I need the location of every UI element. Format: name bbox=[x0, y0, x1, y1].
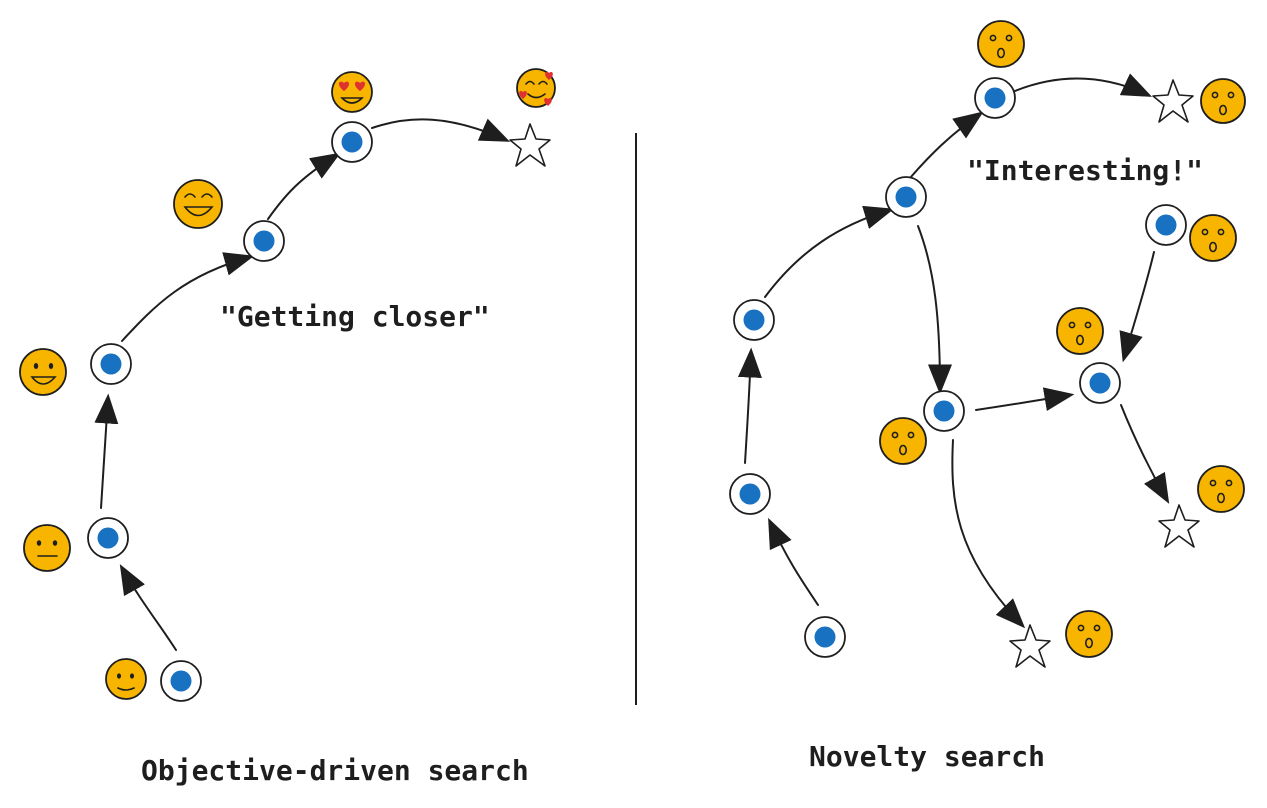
edge bbox=[951, 439, 1026, 629]
edge bbox=[121, 252, 255, 342]
heart-eyes-face-icon bbox=[331, 71, 373, 113]
edge bbox=[764, 205, 895, 298]
grinning-face-icon bbox=[173, 179, 223, 229]
surprised-face-icon bbox=[1200, 78, 1246, 124]
search-node bbox=[729, 473, 771, 515]
edge bbox=[768, 517, 819, 606]
neutral-face-icon bbox=[23, 524, 71, 572]
surprised-face-icon bbox=[977, 20, 1025, 68]
left-caption: Objective-driven search bbox=[141, 754, 529, 787]
neutral-face-icon bbox=[105, 658, 147, 700]
edge bbox=[267, 152, 341, 220]
search-node bbox=[243, 220, 285, 262]
search-node bbox=[733, 299, 775, 341]
surprised-face-icon bbox=[1065, 610, 1113, 658]
search-node bbox=[87, 517, 129, 559]
edge bbox=[737, 347, 762, 464]
search-node bbox=[923, 390, 965, 432]
novelty-star-icon bbox=[1152, 79, 1194, 123]
search-node bbox=[331, 121, 373, 163]
edge bbox=[917, 225, 952, 395]
novelty-star-icon bbox=[1158, 504, 1200, 548]
objective-driven-panel: "Getting closer" Objective-driven search bbox=[19, 68, 556, 787]
surprised-face-icon bbox=[1197, 465, 1245, 513]
smiling-hearts-face-icon bbox=[516, 68, 556, 108]
edge bbox=[371, 118, 511, 142]
edge bbox=[1014, 73, 1153, 97]
search-node bbox=[885, 176, 927, 218]
search-node bbox=[1145, 204, 1187, 246]
search-node bbox=[1079, 362, 1121, 404]
right-caption: Novelty search bbox=[809, 740, 1045, 773]
goal-star-icon bbox=[509, 123, 551, 167]
right-quote: "Interesting!" bbox=[967, 154, 1203, 187]
edge bbox=[94, 393, 119, 509]
surprised-face-icon bbox=[879, 417, 927, 465]
edge bbox=[119, 564, 177, 651]
edge bbox=[1120, 404, 1170, 504]
smiling-face-icon bbox=[19, 348, 67, 396]
left-quote: "Getting closer" bbox=[220, 300, 490, 333]
edge bbox=[1119, 251, 1155, 363]
search-node bbox=[160, 660, 202, 702]
search-node bbox=[90, 343, 132, 385]
search-node bbox=[974, 77, 1016, 119]
surprised-face-icon bbox=[1056, 307, 1104, 355]
novelty-star-icon bbox=[1009, 624, 1051, 668]
edge bbox=[909, 111, 984, 179]
edge bbox=[975, 387, 1075, 412]
novelty-panel: "Interesting!" Novelty search bbox=[729, 20, 1246, 773]
search-node bbox=[804, 616, 846, 658]
surprised-face-icon bbox=[1189, 214, 1237, 262]
